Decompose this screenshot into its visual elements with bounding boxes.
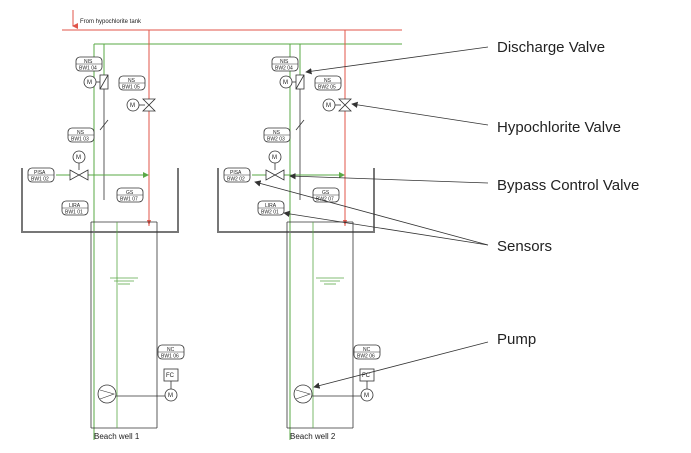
tank-1: [21, 168, 179, 233]
pump-1: [97, 384, 117, 404]
svg-text:NS: NS: [324, 78, 332, 84]
svg-text:BW2 04: BW2 04: [275, 66, 293, 72]
bypass-control-valve-2: [265, 169, 285, 181]
hypochlorite-supply-line: From hypochlorite tank: [62, 10, 402, 31]
svg-text:FC: FC: [166, 373, 175, 379]
svg-text:NS: NS: [77, 130, 85, 136]
svg-text:BW2 05: BW2 05: [318, 85, 336, 91]
motor-icon: [322, 98, 336, 112]
svg-text:M: M: [168, 393, 173, 399]
svg-text:GS: GS: [322, 190, 330, 196]
svg-text:M: M: [130, 103, 135, 109]
svg-text:BW2 02: BW2 02: [227, 177, 245, 183]
tank-2: [217, 168, 375, 233]
motor-icon: [83, 75, 97, 89]
svg-text:BW2 06: BW2 06: [357, 354, 375, 360]
well-1-label: Beach well 1: [94, 432, 140, 441]
svg-text:NC: NC: [363, 347, 371, 353]
svg-text:BW2 07: BW2 07: [316, 197, 334, 203]
beach-well-1: M NIS BW1 04 M NS BW1 05 NS BW1 03 M: [21, 30, 185, 441]
svg-text:GS: GS: [126, 190, 134, 196]
svg-text:M: M: [272, 155, 277, 161]
svg-text:M: M: [326, 103, 331, 109]
svg-text:BW2 01: BW2 01: [261, 210, 279, 216]
svg-text:BW1 04: BW1 04: [79, 66, 97, 72]
callout-pump: Pump: [497, 331, 536, 348]
callout-discharge-valve: Discharge Valve: [497, 39, 605, 56]
well-2-label: Beach well 2: [290, 432, 336, 441]
svg-text:PISA: PISA: [230, 170, 242, 176]
svg-text:M: M: [364, 393, 369, 399]
motor-icon: [279, 75, 293, 89]
bypass-control-valve-1: [69, 169, 89, 181]
svg-text:BW1 07: BW1 07: [120, 197, 138, 203]
callouts: Discharge Valve Hypochlorite Valve Bypas…: [254, 39, 639, 389]
svg-text:BW1 01: BW1 01: [65, 210, 83, 216]
svg-text:LIRA: LIRA: [265, 203, 277, 209]
motor-icon: [164, 388, 178, 402]
beach-well-2: M NIS BW2 04 M NS BW2 05 NS BW2 03 M PIS…: [217, 30, 381, 441]
motor-icon: [360, 388, 374, 402]
svg-text:BW1 05: BW1 05: [122, 85, 140, 91]
pump-2: [293, 384, 313, 404]
svg-text:LIRA: LIRA: [69, 203, 81, 209]
svg-text:NC: NC: [167, 347, 175, 353]
svg-text:NIS: NIS: [84, 59, 93, 65]
svg-text:M: M: [76, 155, 81, 161]
svg-text:BW1 03: BW1 03: [71, 137, 89, 143]
hypochlorite-valve-2: [335, 98, 352, 112]
svg-text:M: M: [283, 80, 288, 86]
svg-text:PISA: PISA: [34, 170, 46, 176]
svg-text:BW2 03: BW2 03: [267, 137, 285, 143]
motor-icon: [126, 98, 140, 112]
supply-label: From hypochlorite tank: [80, 19, 142, 25]
svg-text:M: M: [87, 80, 92, 86]
callout-hypochlorite-valve: Hypochlorite Valve: [497, 119, 621, 136]
svg-text:NIS: NIS: [280, 59, 289, 65]
svg-text:NS: NS: [128, 78, 136, 84]
svg-text:FC: FC: [362, 373, 371, 379]
callout-bypass-control-valve: Bypass Control Valve: [497, 177, 639, 194]
svg-text:BW1 02: BW1 02: [31, 177, 49, 183]
svg-text:NS: NS: [273, 130, 281, 136]
callout-sensors: Sensors: [497, 238, 552, 255]
hypochlorite-valve-1: [139, 98, 156, 112]
svg-text:BW1 06: BW1 06: [161, 354, 179, 360]
